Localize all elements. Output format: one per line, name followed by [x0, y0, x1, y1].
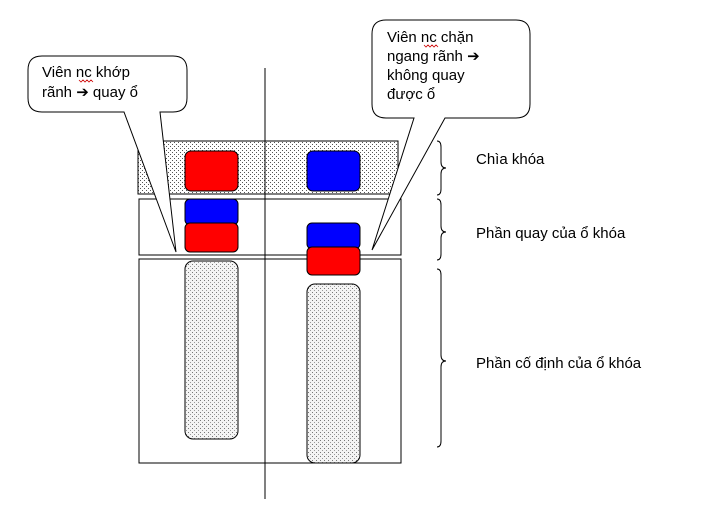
brace-key	[436, 140, 447, 196]
right-key-pin	[306, 150, 361, 192]
callout-right-text-b: chặn	[437, 29, 474, 46]
right-driver-pin-blue	[306, 222, 361, 250]
spell-underline-left	[78, 79, 94, 83]
callout-right-abbrev: nc	[421, 29, 437, 46]
callout-right-line1: Viên nc chặn	[387, 29, 473, 46]
label-key: Chìa khóa	[476, 151, 545, 168]
callout-left-line2: rãnh ➔ quay ổ	[42, 84, 138, 101]
brace-rotating	[436, 198, 447, 261]
callout-right-line2: ngang rãnh ➔	[387, 48, 480, 65]
callout-right	[371, 19, 531, 251]
rotating-part	[138, 198, 402, 256]
callout-left	[27, 55, 188, 253]
right-spring	[306, 283, 361, 464]
callout-left-text-a: Viên	[42, 64, 76, 81]
left-driver-pin-red	[184, 222, 239, 253]
left-key-pin	[184, 150, 239, 192]
callout-left-abbrev: nc	[76, 64, 92, 81]
label-rotating-part: Phần quay của ổ khóa	[476, 225, 626, 242]
fixed-part	[138, 258, 402, 464]
callout-left-text-b: khớp	[92, 64, 130, 81]
spell-underline-right	[423, 44, 439, 48]
label-fixed-part: Phần cố định của ổ khóa	[476, 355, 642, 372]
brace-fixed	[436, 268, 447, 448]
callout-right-line4: được ổ	[387, 86, 435, 103]
left-driver-pin-blue	[184, 198, 239, 226]
callout-right-text-a: Viên	[387, 29, 421, 46]
left-spring	[184, 260, 239, 440]
callout-right-line3: không quay	[387, 67, 465, 84]
callout-left-line1: Viên nc khớp	[42, 64, 130, 81]
right-driver-pin-red	[306, 246, 361, 276]
